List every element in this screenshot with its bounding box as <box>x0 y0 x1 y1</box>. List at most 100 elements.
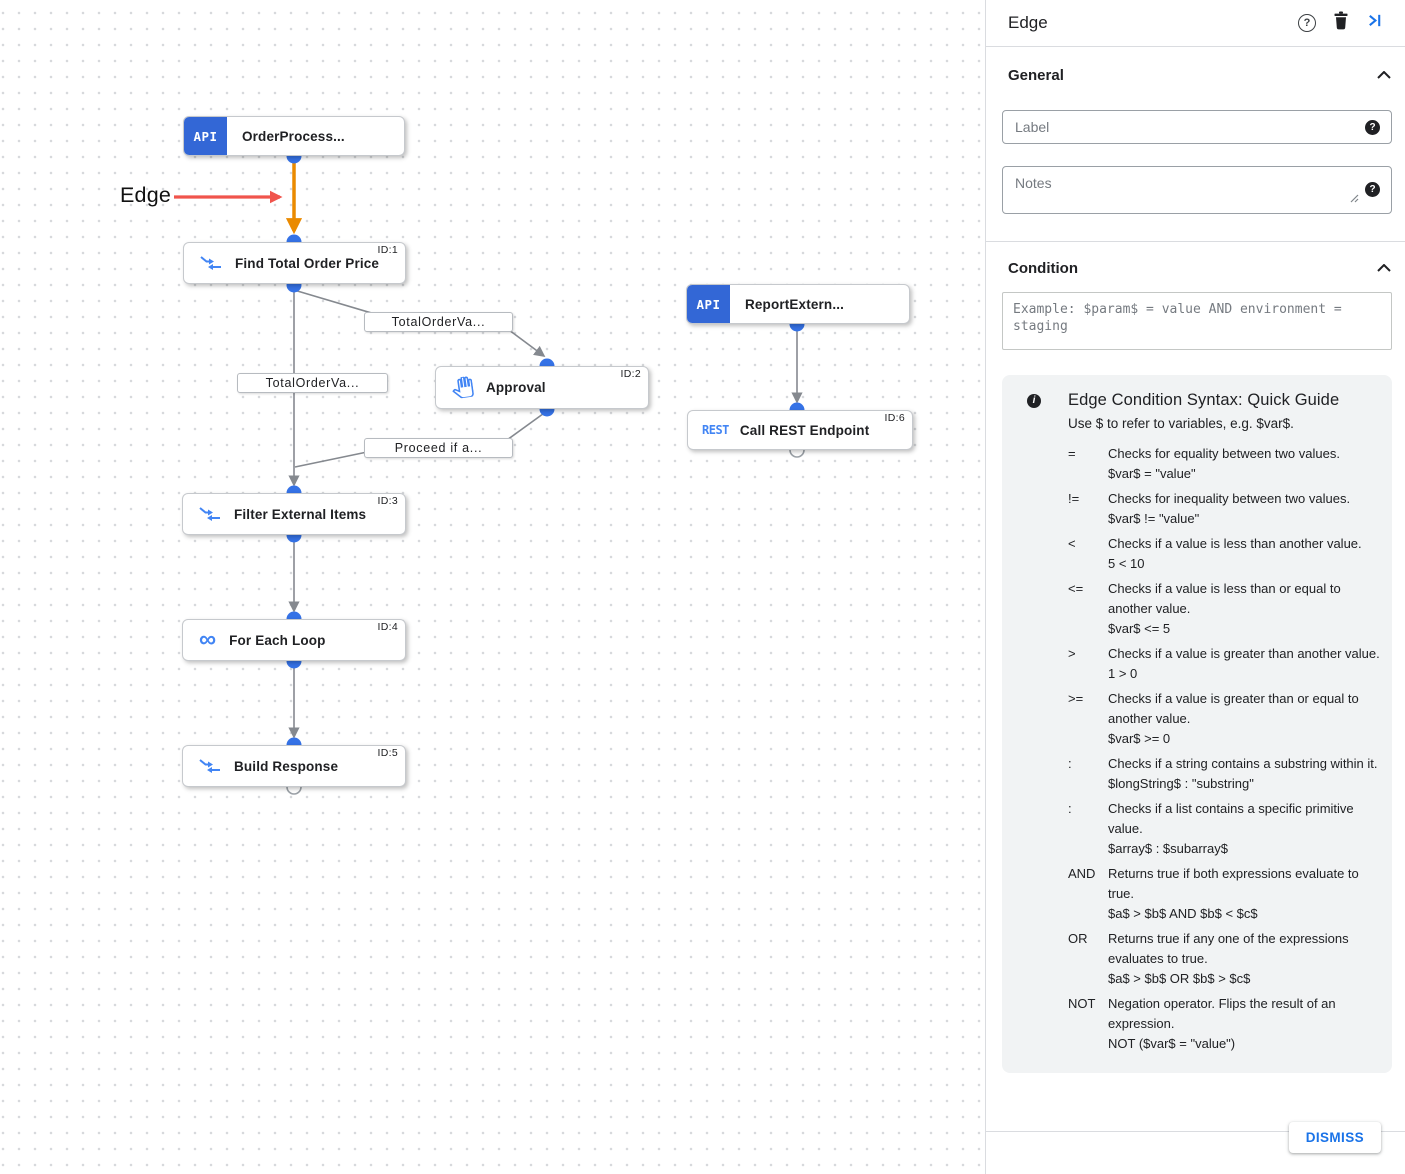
op-example: $a$ > $b$ AND $b$ < $c$ <box>1108 906 1258 921</box>
guide-row-lessthan: < Checks if a value is less than another… <box>1068 534 1388 574</box>
section-condition-header[interactable]: Condition <box>1008 255 1391 281</box>
panel-header: Edge ? <box>986 0 1405 47</box>
node-label: For Each Loop <box>229 632 326 648</box>
label-input[interactable] <box>1002 110 1392 144</box>
op-desc: Checks for inequality between two values… <box>1108 491 1351 506</box>
guide-rows: = Checks for equality between two values… <box>1068 444 1388 1054</box>
node-call-rest-endpoint[interactable]: REST Call REST Endpoint ID:6 <box>687 410 913 450</box>
op-desc: Negation operator. Flips the result of a… <box>1108 996 1336 1031</box>
general-heading: General <box>1008 66 1064 84</box>
op-example: 1 > 0 <box>1108 666 1138 681</box>
edges-layer <box>174 148 805 795</box>
node-label: Approval <box>486 380 546 395</box>
label-help-icon[interactable]: ? <box>1365 120 1380 135</box>
guide-row-contains-primitive: : Checks if a list contains a specific p… <box>1068 799 1388 859</box>
op-example: 5 < 10 <box>1108 556 1145 571</box>
flow-canvas[interactable]: API OrderProcess... Find Total Order Pri… <box>0 0 985 1174</box>
data-mapping-icon <box>200 255 222 272</box>
op-desc: Returns true if any one of the expressio… <box>1108 931 1349 966</box>
node-id-badge: ID:6 <box>884 412 905 424</box>
data-mapping-icon <box>199 506 221 523</box>
dismiss-button[interactable]: DISMISS <box>1288 1122 1381 1153</box>
op-label: <= <box>1068 581 1084 596</box>
panel-footer: DISMISS <box>986 1122 1405 1174</box>
node-label: Build Response <box>234 758 339 774</box>
chevron-up-icon[interactable] <box>1377 264 1391 272</box>
panel-title: Edge <box>1008 13 1048 32</box>
op-desc: Checks if a string contains a substring … <box>1108 756 1378 771</box>
node-find-total-order-price[interactable]: Find Total Order Price ID:1 <box>183 242 406 284</box>
api-trigger-icon: API <box>184 117 227 155</box>
op-label: > <box>1068 646 1076 661</box>
op-example: $var$ != "value" <box>1108 511 1200 526</box>
approval-hand-icon <box>452 376 474 399</box>
guide-title: Edge Condition Syntax: Quick Guide <box>1068 391 1340 409</box>
edge-label-proceed[interactable]: Proceed if a... <box>364 438 513 458</box>
op-example: NOT ($var$ = "value") <box>1108 1036 1236 1051</box>
node-id-badge: ID:4 <box>377 621 398 633</box>
edge-label-totalorder-right[interactable]: TotalOrderVa... <box>364 312 513 332</box>
op-label: < <box>1068 536 1076 551</box>
node-for-each-loop[interactable]: ∞ For Each Loop ID:4 <box>182 619 406 661</box>
condition-input[interactable] <box>1002 292 1392 350</box>
node-trigger-orderprocess[interactable]: API OrderProcess... <box>183 116 405 156</box>
label-field-wrap: ? <box>1002 110 1392 144</box>
node-label: Filter External Items <box>234 506 367 522</box>
op-label: : <box>1068 801 1072 816</box>
op-label: != <box>1068 491 1080 506</box>
op-label: AND <box>1068 866 1096 881</box>
collapse-panel-icon[interactable] <box>1366 12 1383 34</box>
node-filter-external-items[interactable]: Filter External Items ID:3 <box>182 493 406 535</box>
edge-properties-panel: Edge ? <box>985 0 1405 1174</box>
op-desc: Checks for equality between two values. <box>1108 446 1340 461</box>
op-desc: Checks if a value is less than or equal … <box>1108 581 1341 616</box>
node-id-badge: ID:5 <box>377 747 398 759</box>
loop-icon: ∞ <box>199 626 217 653</box>
op-label: = <box>1068 446 1076 461</box>
op-example: $longString$ : "substring" <box>1108 776 1254 791</box>
node-label: OrderProcess... <box>242 128 345 144</box>
rest-icon: REST <box>702 423 729 437</box>
node-approval[interactable]: Approval ID:2 <box>435 366 649 409</box>
guide-row-lessequal: <= Checks if a value is less than or equ… <box>1068 579 1388 639</box>
delete-icon[interactable] <box>1333 11 1349 35</box>
op-desc: Returns true if both expressions evaluat… <box>1108 866 1359 901</box>
node-label: Call REST Endpoint <box>739 422 870 438</box>
panel-body: General ? ? <box>986 62 1405 1073</box>
op-example: $var$ = "value" <box>1108 466 1196 481</box>
op-label: OR <box>1068 931 1088 946</box>
op-example: $var$ <= 5 <box>1108 621 1171 636</box>
notes-input[interactable] <box>1002 166 1392 214</box>
guide-row-greaterequal: >= Checks if a value is greater than or … <box>1068 689 1388 749</box>
node-id-badge: ID:2 <box>620 368 641 380</box>
section-general-header[interactable]: General <box>1008 62 1391 88</box>
chevron-up-icon[interactable] <box>1377 71 1391 79</box>
op-label: >= <box>1068 691 1084 706</box>
op-desc: Checks if a value is greater than anothe… <box>1108 646 1380 661</box>
guide-row-notequals: != Checks for inequality between two val… <box>1068 489 1388 529</box>
node-id-badge: ID:1 <box>377 244 398 256</box>
node-label: Find Total Order Price <box>235 255 380 271</box>
guide-row-not: NOT Negation operator. Flips the result … <box>1068 994 1388 1054</box>
help-icon[interactable]: ? <box>1298 14 1316 32</box>
info-icon: i <box>1027 393 1041 408</box>
op-desc: Checks if a value is less than another v… <box>1108 536 1362 551</box>
edge-label-totalorder-left[interactable]: TotalOrderVa... <box>237 373 388 393</box>
resize-handle-icon[interactable] <box>1350 190 1359 208</box>
notes-field-wrap: ? <box>1002 166 1392 214</box>
node-build-response[interactable]: Build Response ID:5 <box>182 745 406 787</box>
op-desc: Checks if a value is greater than or equ… <box>1108 691 1359 726</box>
edge-find-to-approval-b[interactable] <box>504 326 546 358</box>
data-mapping-icon <box>199 758 221 775</box>
node-label: ReportExtern... <box>745 296 845 312</box>
node-trigger-reportextern[interactable]: API ReportExtern... <box>686 284 910 324</box>
edge-approval-to-filter-b[interactable] <box>294 450 373 468</box>
node-id-badge: ID:3 <box>377 495 398 507</box>
op-example: $array$ : $subarray$ <box>1108 841 1228 856</box>
notes-help-icon[interactable]: ? <box>1365 182 1380 197</box>
op-example: $a$ > $b$ OR $b$ > $c$ <box>1108 971 1251 986</box>
condition-heading: Condition <box>1008 259 1078 277</box>
op-label: NOT <box>1068 996 1096 1011</box>
op-label: : <box>1068 756 1072 771</box>
